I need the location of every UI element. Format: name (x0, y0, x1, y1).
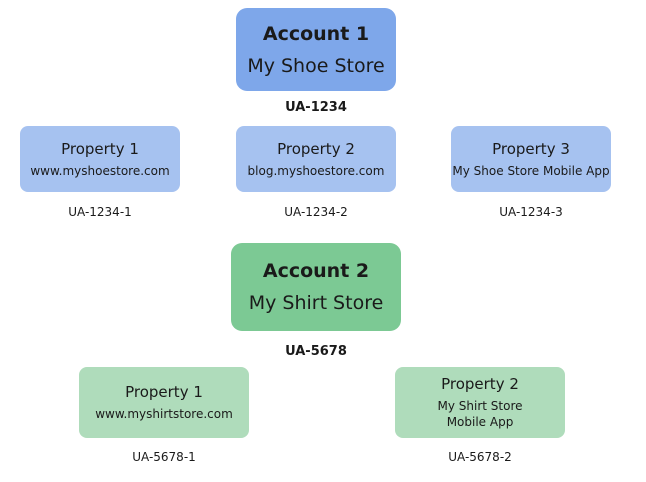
account-2-box: Account 2 My Shirt Store (231, 243, 401, 331)
account-2-property-2-title: Property 2 (441, 375, 519, 393)
account-1-property-1-title: Property 1 (61, 139, 139, 158)
account-2-property-1-box: Property 1 www.myshirtstore.com (79, 367, 249, 438)
account-1-box: Account 1 My Shoe Store (236, 8, 396, 91)
account-1-property-1-id: UA-1234-1 (68, 205, 132, 219)
account-2-property-2-detail: My Shirt Store Mobile App (437, 399, 523, 429)
account-1-property-3-id: UA-1234-3 (499, 205, 563, 219)
account-1-property-2-box: Property 2 blog.myshoestore.com (236, 126, 396, 192)
account-1-property-3-title: Property 3 (492, 139, 570, 158)
account-2-id: UA-5678 (285, 344, 347, 359)
account-1-property-1-detail: www.myshoestore.com (30, 163, 170, 178)
account-2-property-1-id: UA-5678-1 (132, 450, 196, 464)
account-1-title: Account 1 (262, 22, 370, 45)
account-1-id: UA-1234 (285, 100, 347, 115)
account-2-property-2-id: UA-5678-2 (448, 450, 512, 464)
account-1-property-2-title: Property 2 (277, 139, 355, 158)
account-1-property-3-box: Property 3 My Shoe Store Mobile App (451, 126, 611, 192)
account-2-property-2-box: Property 2 My Shirt Store Mobile App (395, 367, 565, 438)
account-2-name: My Shirt Store (248, 292, 384, 314)
account-1-property-3-detail: My Shoe Store Mobile App (452, 163, 610, 178)
account-2-title: Account 2 (262, 260, 370, 282)
account-1-property-1-box: Property 1 www.myshoestore.com (20, 126, 180, 192)
account-2-property-1-title: Property 1 (125, 383, 203, 401)
account-1-property-2-detail: blog.myshoestore.com (247, 163, 385, 178)
account-1-name: My Shoe Store (247, 54, 385, 77)
account-1-property-2-id: UA-1234-2 (284, 205, 348, 219)
account-2-property-1-detail: www.myshirtstore.com (95, 407, 233, 421)
